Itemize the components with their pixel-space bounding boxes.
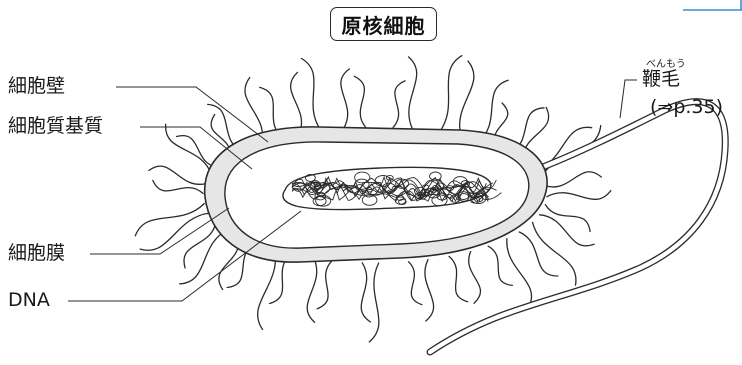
- diagram-title: 原核細胞: [342, 10, 426, 39]
- pilus: [166, 124, 212, 174]
- label-dna: DNA: [8, 291, 50, 310]
- pilus: [409, 262, 422, 305]
- pilus: [149, 166, 206, 184]
- label-cell-wall: 細胞壁: [8, 77, 65, 96]
- pilus: [307, 259, 317, 323]
- pilus: [153, 180, 203, 193]
- pilus: [361, 263, 370, 322]
- label-cell-membrane: 細胞膜: [8, 244, 65, 263]
- pilus: [341, 69, 350, 128]
- pilus: [469, 252, 481, 304]
- pilus: [409, 57, 417, 129]
- label-flagellum-ref: (⇒p.35): [650, 98, 723, 117]
- pilus: [547, 191, 611, 200]
- pilus: [507, 239, 532, 308]
- pilus: [180, 230, 228, 284]
- label-flagellum: 鞭毛: [642, 70, 680, 89]
- pilus: [425, 260, 434, 321]
- pilus: [440, 56, 462, 132]
- pilus: [317, 261, 332, 309]
- pilus: [291, 72, 302, 134]
- title-box: 原核細胞: [330, 7, 437, 41]
- pilus: [540, 215, 595, 246]
- pilus: [369, 263, 379, 342]
- pilus: [545, 172, 601, 187]
- pilus: [519, 232, 558, 276]
- pilus: [449, 256, 468, 301]
- pilus: [393, 81, 405, 128]
- label-cytoplasm: 細胞質基質: [8, 117, 103, 136]
- pilus: [460, 61, 474, 136]
- pilus: [354, 76, 365, 127]
- pilus: [302, 59, 322, 131]
- pilus: [258, 250, 276, 329]
- pilus: [177, 136, 218, 168]
- leader-flagellum: [620, 80, 637, 118]
